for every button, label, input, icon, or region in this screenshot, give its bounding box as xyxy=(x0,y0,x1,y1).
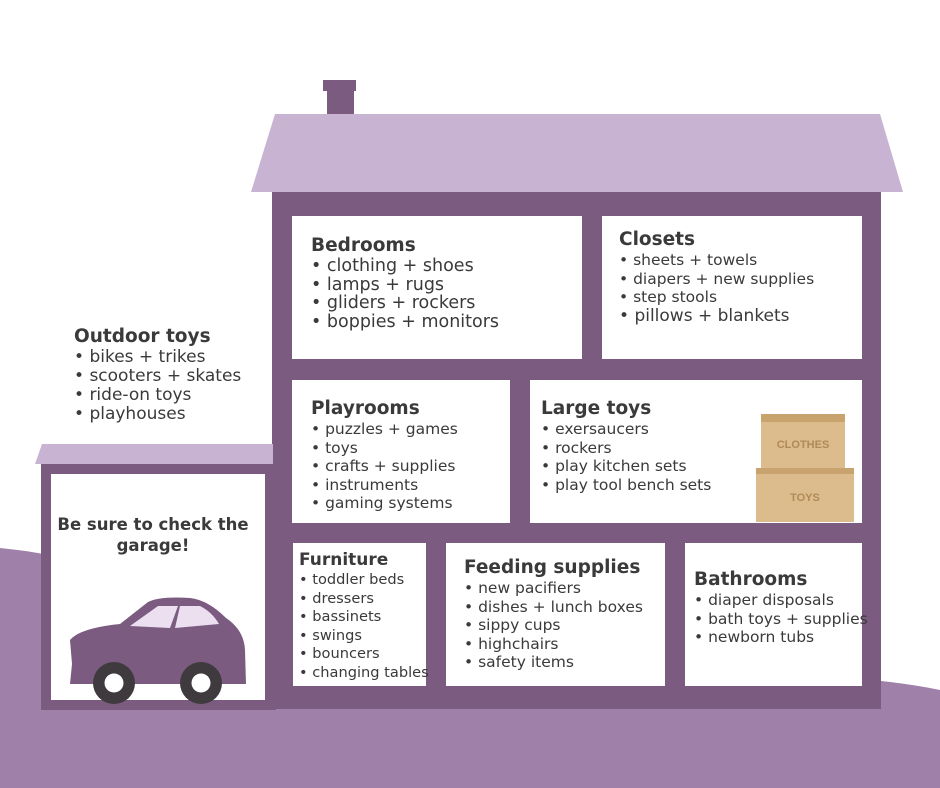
list-item: sippy cups xyxy=(464,616,665,635)
garage-note: Be sure to check the garage! xyxy=(57,515,249,555)
list-item: diaper disposals xyxy=(694,591,862,610)
chimney-cap xyxy=(323,80,356,91)
list-item: boppies + monitors xyxy=(311,313,582,332)
list-item: ride-on toys xyxy=(74,386,241,405)
room-bedrooms: Bedrooms clothing + shoes lamps + rugs g… xyxy=(292,216,582,359)
room-closets: Closets sheets + towels diapers + new su… xyxy=(602,216,862,359)
room-large-toys: Large toys exersaucers rockers play kitc… xyxy=(530,380,862,523)
list-item: step stools xyxy=(619,288,862,307)
clothes-box-label: CLOTHES xyxy=(777,439,830,451)
toys-box-label: TOYS xyxy=(790,492,820,504)
room-title: Closets xyxy=(619,229,696,250)
list-item: highchairs xyxy=(464,635,665,654)
list-item: crafts + supplies xyxy=(311,457,510,476)
room-title: Feeding supplies xyxy=(464,557,641,578)
list-item: bath toys + supplies xyxy=(694,610,868,629)
list-item: new pacifiers xyxy=(464,579,665,598)
room-title: Large toys xyxy=(541,398,652,419)
room-bathrooms: Bathrooms diaper disposals bath toys + s… xyxy=(685,543,868,686)
room-title: Bedrooms xyxy=(311,235,416,256)
list-item: exersaucers xyxy=(541,420,862,439)
room-title: Bathrooms xyxy=(694,569,808,590)
list-item: bouncers xyxy=(299,645,426,664)
car-icon xyxy=(70,597,246,704)
list-item: clothing + shoes xyxy=(311,257,582,276)
chimney xyxy=(327,90,354,116)
list-item: bikes + trikes xyxy=(74,348,241,367)
ground xyxy=(0,700,940,788)
list-item: dressers xyxy=(299,590,426,609)
garage-roof xyxy=(35,444,273,464)
list-item: playhouses xyxy=(74,405,241,424)
list-item: play tool bench sets xyxy=(541,476,862,495)
room-playrooms: Playrooms puzzles + games toys crafts + … xyxy=(292,380,510,523)
list-item: dishes + lunch boxes xyxy=(464,598,665,617)
list-item: swings xyxy=(299,627,426,646)
list-item: newborn tubs xyxy=(694,628,862,647)
room-title: Playrooms xyxy=(311,398,420,419)
list-item: instruments xyxy=(311,476,510,495)
list-item: rockers xyxy=(541,439,862,458)
outdoor-toys-list: Outdoor toys bikes + trikes scooters + s… xyxy=(74,326,241,424)
clothes-box-icon: CLOTHES xyxy=(761,414,845,468)
list-item: toddler beds xyxy=(299,571,426,590)
list-item: scooters + skates xyxy=(74,367,241,386)
list-item: diapers + new supplies xyxy=(619,270,862,289)
main-roof xyxy=(251,114,903,192)
list-item: changing tables xyxy=(299,664,429,683)
list-item: puzzles + games xyxy=(311,420,510,439)
storage-boxes: CLOTHES TOYS xyxy=(756,414,854,522)
list-item: safety items xyxy=(464,653,665,672)
room-feeding-supplies: Feeding supplies new pacifiers dishes + … xyxy=(446,543,665,686)
list-item: gliders + rockers xyxy=(311,294,582,313)
outdoor-toys-title: Outdoor toys xyxy=(74,326,211,347)
list-item: toys xyxy=(311,439,510,458)
list-item: bassinets xyxy=(299,608,426,627)
list-item: gaming systems xyxy=(311,494,510,513)
toys-box-icon: TOYS xyxy=(756,468,854,522)
list-item: sheets + towels xyxy=(619,251,862,270)
room-title: Furniture xyxy=(299,550,389,570)
room-furniture: Furniture toddler beds dressers bassinet… xyxy=(293,543,429,686)
list-item: play kitchen sets xyxy=(541,457,862,476)
list-item: lamps + rugs xyxy=(311,275,582,295)
list-item: pillows + blankets xyxy=(619,307,862,326)
